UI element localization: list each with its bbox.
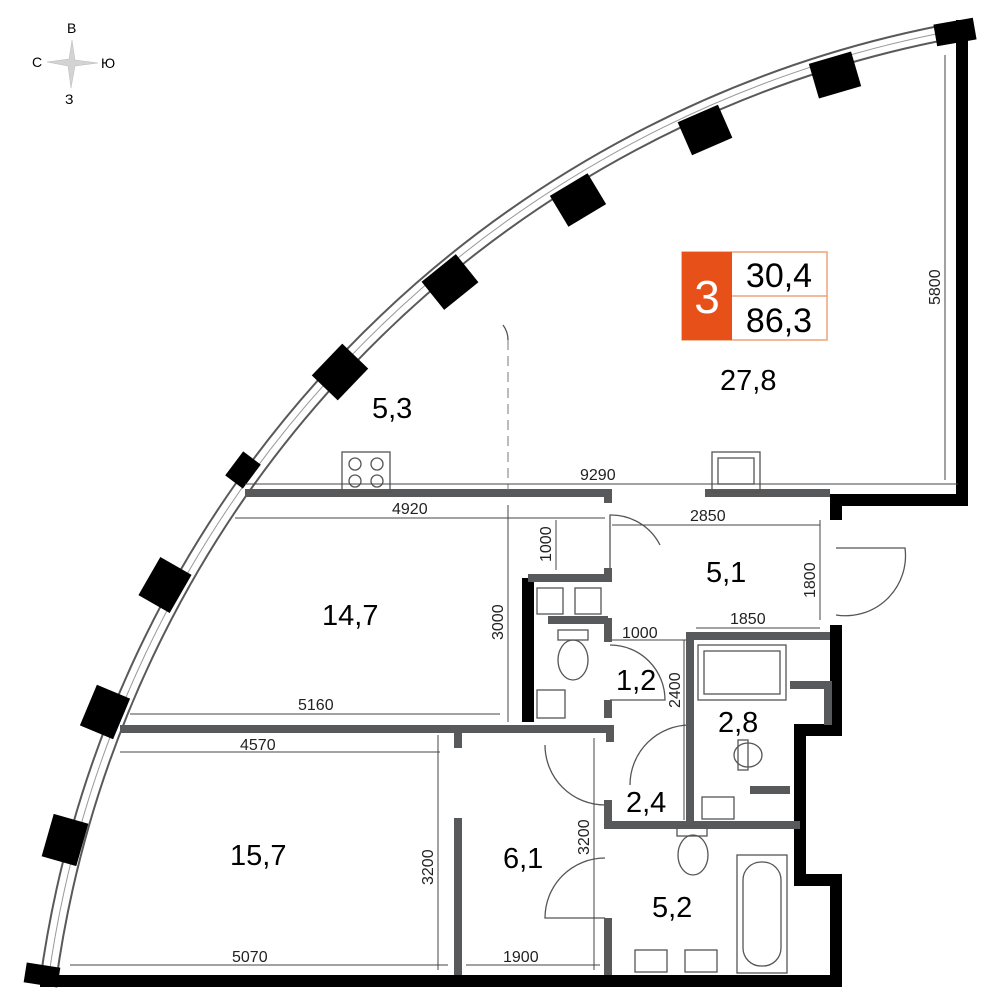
facade-piers bbox=[23, 17, 977, 988]
room-count-badge: 3 30,4 86,3 bbox=[681, 251, 828, 341]
dim-label: 1000 bbox=[538, 526, 555, 562]
doors bbox=[502, 324, 907, 919]
dim-label: 2400 bbox=[667, 672, 684, 708]
toilet-icon bbox=[733, 739, 763, 771]
compass: В С Ю З bbox=[32, 20, 115, 107]
shower-icon bbox=[574, 587, 602, 615]
washbasin-icon bbox=[701, 796, 735, 820]
dim-label: 5070 bbox=[232, 949, 268, 966]
room-area-bath2: 5,2 bbox=[652, 892, 692, 924]
room-areas: 27,8 5,3 14,7 5,1 1,2 2,8 2,4 15,7 6,1 5… bbox=[230, 365, 776, 924]
dim-label: 5800 bbox=[927, 269, 944, 305]
toilet-icon bbox=[676, 825, 709, 876]
dimension-labels: 5800 9290 4920 2850 1000 1800 3000 1850 … bbox=[232, 269, 944, 966]
curved-facade bbox=[23, 17, 977, 988]
compass-east: Ю bbox=[101, 55, 115, 71]
room-area-bedroom2: 15,7 bbox=[230, 840, 286, 872]
room-area-closet: 2,4 bbox=[626, 787, 666, 819]
dim-label: 1000 bbox=[622, 625, 658, 642]
room-area-hall: 5,1 bbox=[706, 557, 746, 589]
facade-pier bbox=[79, 684, 131, 740]
living-area: 30,4 bbox=[746, 257, 812, 295]
room-area-bedroom1: 14,7 bbox=[322, 600, 378, 632]
compass-star-icon bbox=[46, 39, 99, 89]
room-area-corridor: 6,1 bbox=[503, 843, 543, 875]
dim-label: 5160 bbox=[298, 697, 334, 714]
facade-pier bbox=[677, 104, 733, 156]
dim-label: 9290 bbox=[580, 467, 616, 484]
dim-label: 4570 bbox=[240, 737, 276, 754]
dim-label: 2850 bbox=[690, 508, 726, 525]
shower-icon bbox=[536, 587, 564, 615]
total-area: 86,3 bbox=[746, 302, 812, 340]
stove-icon bbox=[341, 451, 391, 493]
facade-pier bbox=[138, 556, 192, 614]
room-area-living: 27,8 bbox=[720, 365, 776, 397]
dim-label: 3000 bbox=[490, 604, 507, 640]
facade-pier bbox=[549, 173, 607, 227]
room-count: 3 bbox=[694, 271, 720, 323]
compass-north: В bbox=[67, 20, 76, 36]
compass-west: С bbox=[32, 54, 42, 70]
washbasin-icon bbox=[684, 949, 718, 973]
compass-south: З bbox=[65, 91, 73, 107]
facade-pier bbox=[933, 17, 977, 47]
washbasin-icon bbox=[536, 689, 566, 719]
exterior-walls bbox=[40, 20, 968, 987]
facade-pier bbox=[225, 451, 261, 489]
dim-label: 4920 bbox=[392, 501, 428, 518]
interior-walls bbox=[120, 489, 832, 975]
fixtures bbox=[341, 451, 788, 974]
facade-pier bbox=[311, 343, 369, 401]
bathtub-icon bbox=[697, 644, 787, 701]
bathtub-icon-2 bbox=[736, 854, 788, 974]
facade-pier bbox=[41, 813, 89, 867]
room-area-bath1: 2,8 bbox=[718, 707, 758, 739]
kitchen-sink-icon bbox=[711, 451, 761, 493]
facade-pier bbox=[808, 51, 862, 99]
dimension-lines bbox=[70, 55, 958, 970]
room-area-kitchen: 5,3 bbox=[372, 393, 412, 425]
washbasin-icon bbox=[634, 949, 668, 973]
dim-label: 1900 bbox=[503, 949, 539, 966]
dim-label: 1850 bbox=[730, 611, 766, 628]
room-area-wc: 1,2 bbox=[616, 665, 656, 697]
dim-label: 3200 bbox=[576, 819, 593, 855]
dim-label: 3200 bbox=[420, 849, 437, 885]
toilet-icon bbox=[557, 629, 589, 681]
dim-label: 1800 bbox=[802, 562, 819, 598]
facade-pier bbox=[421, 254, 479, 310]
